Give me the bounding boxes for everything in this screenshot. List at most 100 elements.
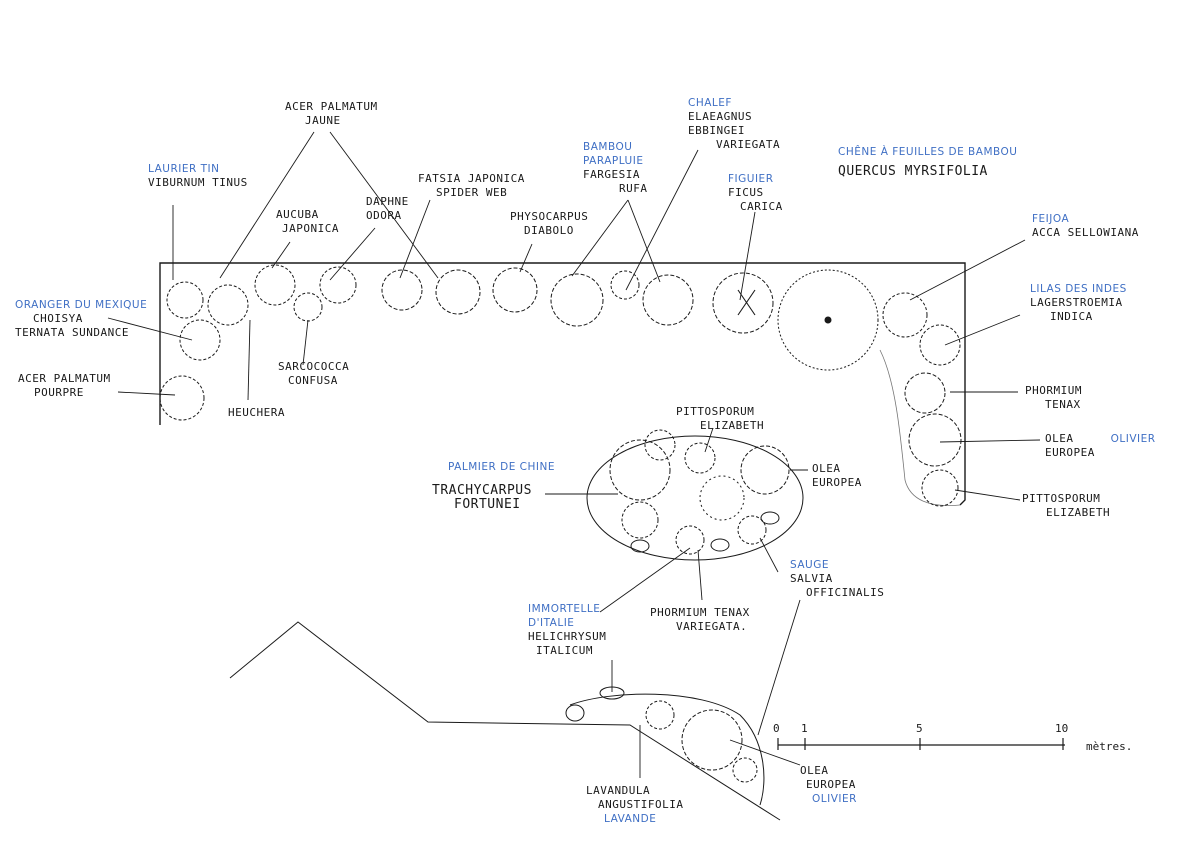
botanical-name: ODORA (366, 209, 402, 222)
label-daphne: DAPHNE ODORA (366, 195, 409, 223)
scale-tick-5: 5 (916, 722, 923, 735)
botanical-name: FARGESIA (583, 168, 640, 181)
botanical-name: PHYSOCARPUS (510, 210, 589, 223)
botanical-name: EUROPEA (1045, 446, 1095, 459)
scale-bar-line (777, 738, 1065, 750)
label-figuier: FIGUIER FICUS CARICA (728, 172, 783, 214)
label-acer-pourpre: ACER PALMATUM POURPRE (18, 372, 111, 400)
label-oranger: ORANGER DU MEXIQUE CHOISYA TERNATA SUNDA… (15, 298, 147, 340)
botanical-name: TRACHYCARPUS (432, 483, 532, 498)
label-immortelle: IMMORTELLE D'ITALIE HELICHRYSUM ITALICUM (528, 602, 618, 658)
botanical-name: JAPONICA (282, 222, 339, 235)
botanical-name: ACER PALMATUM (285, 100, 378, 113)
botanical-name: ITALICUM (536, 644, 593, 657)
botanical-name: VARIEGATA. (676, 620, 748, 633)
common-name: LAVANDE (604, 813, 657, 825)
label-acer-jaune: ACER PALMATUM JAUNE (285, 100, 378, 128)
bed-outline (159, 262, 966, 506)
botanical-name: SPIDER WEB (436, 186, 508, 199)
common-name: OLIVIER (1110, 433, 1156, 445)
botanical-name: ACCA SELLOWIANA (1032, 226, 1139, 239)
botanical-name: PITTOSPORUM (1022, 492, 1101, 505)
botanical-name: ANGUSTIFOLIA (598, 798, 684, 811)
botanical-name: POURPRE (34, 386, 84, 399)
label-chene: CHÊNE À FEUILLES DE BAMBOU QUERCUS MYRSI… (838, 145, 1017, 179)
label-sauge: SAUGE SALVIA OFFICINALIS (790, 558, 884, 600)
botanical-name: OLEA (1045, 432, 1074, 445)
botanical-name: VIBURNUM TINUS (148, 176, 248, 189)
botanical-name: LAVANDULA (586, 784, 651, 797)
label-pittosporum-right: PITTOSPORUM ELIZABETH (1022, 492, 1110, 520)
botanical-name: EBBINGEI (688, 124, 745, 137)
botanical-name: QUERCUS MYRSIFOLIA (838, 164, 988, 179)
common-name: PALMIER DE CHINE (448, 461, 555, 473)
label-chalef: CHALEF ELAEAGNUS EBBINGEI VARIEGATA (688, 96, 780, 152)
label-laurier-tin: LAURIER TIN VIBURNUM TINUS (148, 162, 248, 190)
half-moon-bed (569, 693, 765, 806)
label-lavandula: LAVANDULA ANGUSTIFOLIA LAVANDE (586, 784, 683, 826)
common-name: FEIJOA (1032, 213, 1070, 225)
botanical-name: ELIZABETH (700, 419, 765, 432)
leader-lines (107, 131, 1041, 778)
figuier-leaf-icon (737, 289, 756, 316)
botanical-name: VARIEGATA (716, 138, 781, 151)
label-physocarpus: PHYSOCARPUS DIABOLO (510, 210, 588, 238)
label-feijoa: FEIJOA ACCA SELLOWIANA (1032, 212, 1139, 240)
botanical-name: ELIZABETH (1046, 506, 1111, 519)
botanical-name: INDICA (1050, 310, 1093, 323)
common-name: LILAS DES INDES (1030, 283, 1127, 295)
botanical-name: OLEA (812, 462, 841, 475)
common-name: OLIVIER (812, 793, 857, 805)
label-heuchera: HEUCHERA (228, 406, 285, 420)
label-lilas: LILAS DES INDES LAGERSTROEMIA INDICA (1030, 282, 1127, 324)
label-sarcococca: SARCOCOCCA CONFUSA (278, 360, 349, 388)
common-name: CHÊNE À FEUILLES DE BAMBOU (838, 146, 1018, 158)
botanical-name: EUROPEA (806, 778, 856, 791)
botanical-name: DAPHNE (366, 195, 409, 208)
scale-tick-1: 1 (801, 722, 808, 735)
botanical-name: CHOISYA (33, 312, 83, 325)
botanical-name: RUFA (619, 182, 648, 195)
botanical-name: OLEA (800, 764, 829, 777)
botanical-name: CONFUSA (288, 374, 338, 387)
common-name: SAUGE (790, 559, 829, 571)
label-pittosporum-center: PITTOSPORUM ELIZABETH (676, 405, 764, 433)
botanical-name: SARCOCOCCA (278, 360, 350, 373)
label-aucuba: AUCUBA JAPONICA (276, 208, 339, 236)
botanical-name: HELICHRYSUM (528, 630, 607, 643)
label-bambou: BAMBOU PARAPLUIE FARGESIA RUFA (583, 140, 663, 196)
botanical-name: AUCUBA (276, 208, 319, 221)
botanical-name: TENAX (1045, 398, 1081, 411)
common-name: CHALEF (688, 97, 732, 109)
label-phormium-variegata: PHORMIUM TENAX VARIEGATA. (650, 606, 750, 634)
botanical-name: PITTOSPORUM (676, 405, 755, 418)
terrain-line (229, 621, 781, 821)
botanical-name: FATSIA JAPONICA (418, 172, 525, 185)
scale-unit: mètres. (1086, 740, 1133, 753)
botanical-name: HEUCHERA (228, 406, 285, 419)
common-name: FIGUIER (728, 173, 774, 185)
botanical-name: OFFICINALIS (806, 586, 885, 599)
botanical-name: JAUNE (305, 114, 341, 127)
scale-tick-0: 0 (773, 722, 780, 735)
botanical-name: ELAEAGNUS (688, 110, 753, 123)
botanical-name: LAGERSTROEMIA (1030, 296, 1123, 309)
common-name: LAURIER TIN (148, 163, 220, 175)
central-plants (609, 429, 790, 555)
shrubs-top-row (159, 264, 962, 507)
botanical-name: ACER PALMATUM (18, 372, 111, 385)
botanical-name: TERNATA SUNDANCE (15, 326, 129, 339)
scale-tick-10: 10 (1055, 722, 1069, 735)
central-oval-bed (586, 435, 804, 561)
botanical-name: CARICA (740, 200, 783, 213)
bed-inner-edge (879, 349, 961, 506)
label-phormium-right: PHORMIUM TENAX (1025, 384, 1082, 412)
botanical-name: FORTUNEI (454, 497, 521, 512)
botanical-name: EUROPEA (812, 476, 862, 489)
common-name: ORANGER DU MEXIQUE (15, 299, 148, 311)
botanical-name: PHORMIUM TENAX (650, 606, 750, 619)
botanical-name: PHORMIUM (1025, 384, 1082, 397)
label-olea-right: OLEA OLIVIER EUROPEA (1045, 432, 1156, 460)
label-fatsia: FATSIA JAPONICA SPIDER WEB (418, 172, 525, 200)
